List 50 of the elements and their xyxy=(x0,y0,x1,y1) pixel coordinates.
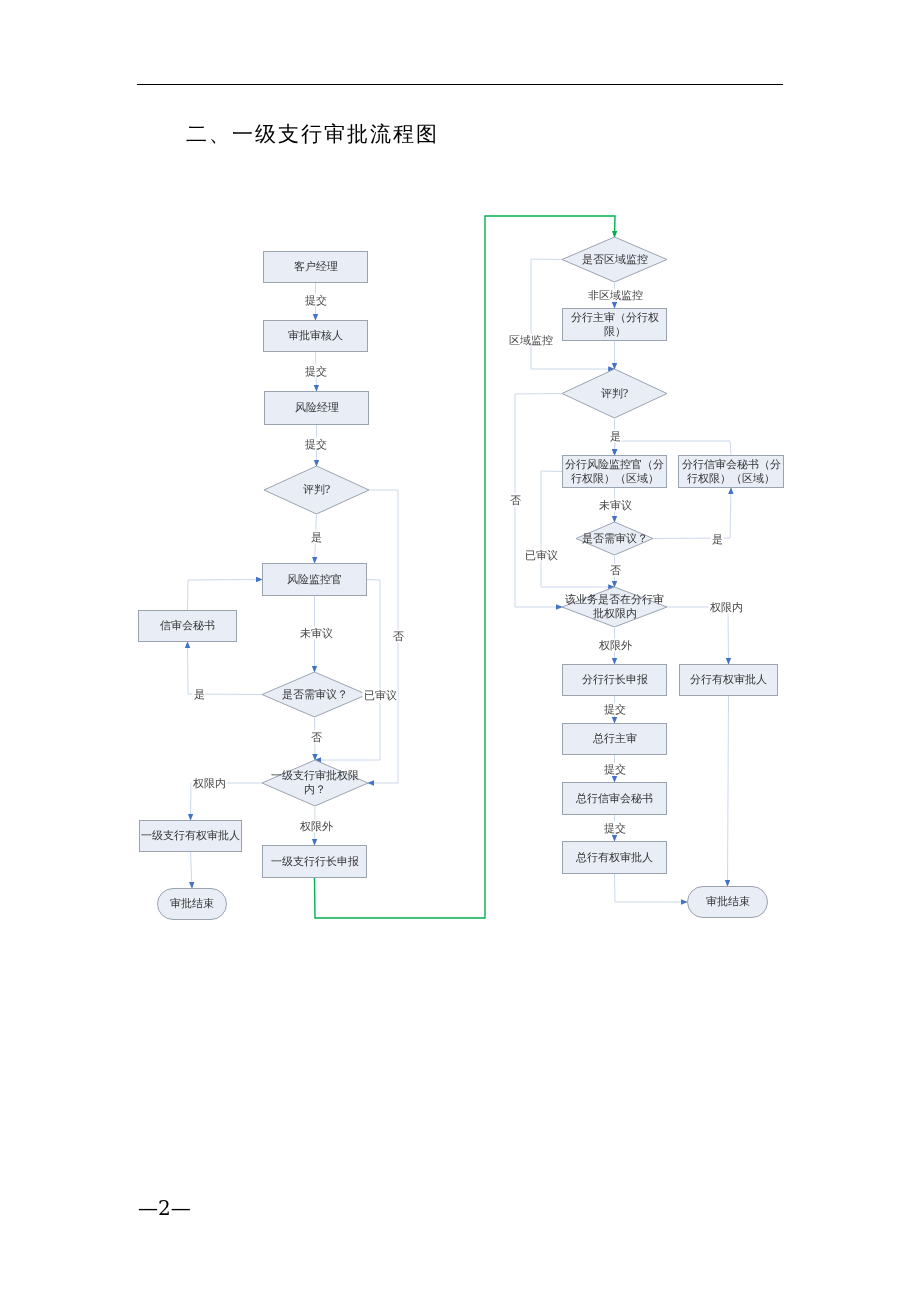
arrow xyxy=(313,215,618,919)
edge-label: 提交 xyxy=(603,702,627,716)
edge-label: 提交 xyxy=(603,762,627,776)
edge-label: 权限外 xyxy=(597,638,633,652)
edge-label: 权限内 xyxy=(191,776,227,790)
edge-label: 提交 xyxy=(304,293,328,307)
decision-diamond: 评判? xyxy=(264,466,369,514)
decision-diamond: 该业务是否在分行审批权限内 xyxy=(562,587,667,627)
edge-label: 是 xyxy=(608,429,622,443)
decision-diamond: 是否需审议？ xyxy=(576,522,653,555)
process-box: 一级支行行长申报 xyxy=(262,845,367,878)
terminal-box: 审批结束 xyxy=(157,888,227,920)
edge-label: 否 xyxy=(608,563,622,577)
edge-label: 已审议 xyxy=(523,548,559,562)
decision-diamond: 一级支行审批权限内？ xyxy=(262,760,368,806)
edge-label: 否 xyxy=(391,629,405,643)
process-box: 分行信审会秘书（分行权限）（区域） xyxy=(678,455,784,488)
edge-label: 否 xyxy=(508,493,522,507)
process-box: 信审会秘书 xyxy=(138,610,237,642)
decision-diamond: 评判? xyxy=(562,369,667,418)
process-box: 分行有权审批人 xyxy=(679,664,778,696)
process-box: 审批审核人 xyxy=(263,320,368,352)
edge-label: 区域监控 xyxy=(508,333,554,347)
edge-label: 提交 xyxy=(603,821,627,835)
edge-label: 提交 xyxy=(304,364,328,378)
process-box: 分行风险监控官（分行权限）（区域） xyxy=(562,455,667,488)
edge-label: 未审议 xyxy=(597,498,633,512)
process-box: 分行主审（分行权限） xyxy=(562,308,667,341)
edge-label: 是 xyxy=(192,687,206,701)
edge-label: 权限内 xyxy=(708,600,744,614)
edge-label: 是 xyxy=(710,532,724,546)
edge-label: 否 xyxy=(309,730,323,744)
terminal-box: 审批结束 xyxy=(687,886,768,918)
edge-label: 提交 xyxy=(304,437,328,451)
process-box: 客户经理 xyxy=(263,251,368,283)
page-number: —2— xyxy=(138,1196,191,1220)
edge-label: 非区域监控 xyxy=(586,288,644,302)
process-box: 总行有权审批人 xyxy=(562,841,667,874)
edge-label: 权限外 xyxy=(298,819,334,833)
decision-diamond: 是否区域监控 xyxy=(562,237,667,282)
process-box: 风险经理 xyxy=(264,391,369,425)
process-box: 总行主审 xyxy=(562,723,667,755)
process-box: 分行行长申报 xyxy=(562,664,667,696)
process-box: 风险监控官 xyxy=(262,563,367,596)
edge-label: 已审议 xyxy=(362,688,398,702)
process-box: 总行信审会秘书 xyxy=(562,782,667,815)
process-box: 一级支行有权审批人 xyxy=(139,820,242,852)
title: 二、一级支行审批流程图 xyxy=(186,121,439,148)
edge-label: 是 xyxy=(309,530,323,544)
edge-label: 未审议 xyxy=(298,626,334,640)
